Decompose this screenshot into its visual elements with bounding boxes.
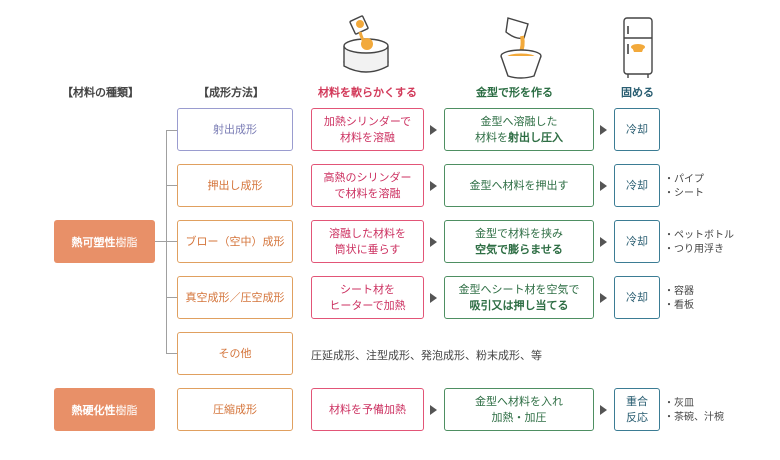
shape-label: 金型へ材料を入れ 加熱・加圧 (475, 394, 563, 424)
method-label: 圧縮成形 (213, 402, 257, 416)
tree-branch (166, 185, 177, 186)
usage-examples: ・容器 ・看板 (664, 286, 694, 311)
arrow-icon (600, 293, 607, 303)
method-label: 押出し成形 (207, 178, 263, 192)
usage-examples: ・ペットボトル ・つり用浮き (664, 230, 734, 255)
method-blow: ブロー（空中）成形 (177, 220, 293, 263)
arrow-icon (600, 125, 607, 135)
shape-step: 金型へ溶融した 材料を射出し圧入 (444, 108, 594, 151)
header-method: 【成形方法】 (198, 86, 264, 99)
usage-examples: ・パイプ ・シート (664, 174, 704, 199)
material-name: 熱硬化性 (71, 403, 116, 417)
method-vacuum-pressure: 真空成形／圧空成形 (177, 276, 293, 319)
harden-label: 重合 反応 (626, 394, 648, 424)
soften-step: 加熱シリンダーで 材料を溶融 (311, 108, 424, 151)
arrow-icon (600, 181, 607, 191)
tree-material-link (155, 241, 166, 242)
tree-branch (166, 353, 177, 354)
arrow-icon (430, 293, 437, 303)
header-material-type: 【材料の種類】 (62, 86, 139, 99)
shape-label: 金型へ材料を押出す (469, 178, 569, 192)
shape-emphasis: 空気で膨らませる (475, 242, 563, 256)
harden-step: 冷却 (614, 276, 660, 319)
shape-label: 金型へ溶融した 材料を (475, 114, 558, 144)
soften-label: 高熱のシリンダー で材料を溶融 (323, 170, 412, 200)
soften-label: 加熱シリンダーで 材料を溶融 (323, 114, 412, 144)
material-thermoset: 熱硬化性樹脂 (54, 388, 155, 431)
soften-step: 高熱のシリンダー で材料を溶融 (311, 164, 424, 207)
method-compression: 圧縮成形 (177, 388, 293, 431)
harden-label: 冷却 (626, 234, 648, 248)
method-label: 真空成形／圧空成形 (185, 290, 285, 304)
harden-label: 冷却 (626, 178, 648, 192)
shape-emphasis: 吸引又は押し当てる (469, 298, 569, 312)
shape-step: 金型へ材料を押出す (444, 164, 594, 207)
other-methods-text: 圧延成形、注型成形、発泡成形、粉末成形、等 (311, 349, 542, 362)
material-suffix: 樹脂 (115, 235, 138, 249)
usage-examples: ・灰皿 ・茶碗、汁椀 (664, 398, 724, 423)
arrow-icon (600, 405, 607, 415)
harden-step: 冷却 (614, 220, 660, 263)
shape-label: 金型で材料を挟み (475, 226, 563, 240)
material-suffix: 樹脂 (115, 403, 138, 417)
method-label: ブロー（空中）成形 (185, 234, 285, 248)
tree-branch (166, 297, 177, 298)
soften-step: 材料を予備加熱 (311, 388, 424, 431)
header-soften: 材料を軟らかくする (318, 86, 417, 99)
arrow-icon (430, 125, 437, 135)
material-thermoplastic: 熱可塑性樹脂 (54, 220, 155, 263)
harden-label: 冷却 (626, 290, 648, 304)
header-shape: 金型で形を作る (476, 86, 553, 99)
method-label: 射出成形 (213, 122, 257, 136)
arrow-icon (430, 405, 437, 415)
header-harden: 固める (621, 86, 654, 99)
tree-vertical-line (166, 130, 167, 354)
method-label: その他 (218, 346, 252, 360)
arrow-icon (430, 181, 437, 191)
soften-label: 材料を予備加熱 (329, 402, 406, 416)
shape-step: 金型へシート材を空気で 吸引又は押し当てる (444, 276, 594, 319)
method-extrusion: 押出し成形 (177, 164, 293, 207)
harden-step: 冷却 (614, 164, 660, 207)
material-name: 熱可塑性 (71, 235, 116, 249)
refrigerator-icon (623, 17, 653, 78)
arrow-icon (430, 237, 437, 247)
harden-label: 冷却 (626, 122, 648, 136)
method-other: その他 (177, 332, 293, 375)
shape-step: 金型へ材料を入れ 加熱・加圧 (444, 388, 594, 431)
soften-step: 溶融した材料を 筒状に垂らす (311, 220, 424, 263)
method-injection: 射出成形 (177, 108, 293, 151)
shape-step: 金型で材料を挟み 空気で膨らませる (444, 220, 594, 263)
harden-step: 重合 反応 (614, 388, 660, 431)
harden-step: 冷却 (614, 108, 660, 151)
tree-branch (166, 130, 177, 131)
soften-step: シート材を ヒーターで加熱 (311, 276, 424, 319)
mold-pour-icon (500, 17, 542, 79)
shape-emphasis: 射出し圧入 (508, 130, 563, 144)
tree-branch (166, 241, 177, 242)
soften-label: シート材を ヒーターで加熱 (329, 282, 406, 312)
arrow-icon (600, 237, 607, 247)
melting-material-icon (343, 15, 389, 73)
shape-label: 金型へシート材を空気で (458, 282, 580, 296)
soften-label: 溶融した材料を 筒状に垂らす (329, 226, 406, 256)
